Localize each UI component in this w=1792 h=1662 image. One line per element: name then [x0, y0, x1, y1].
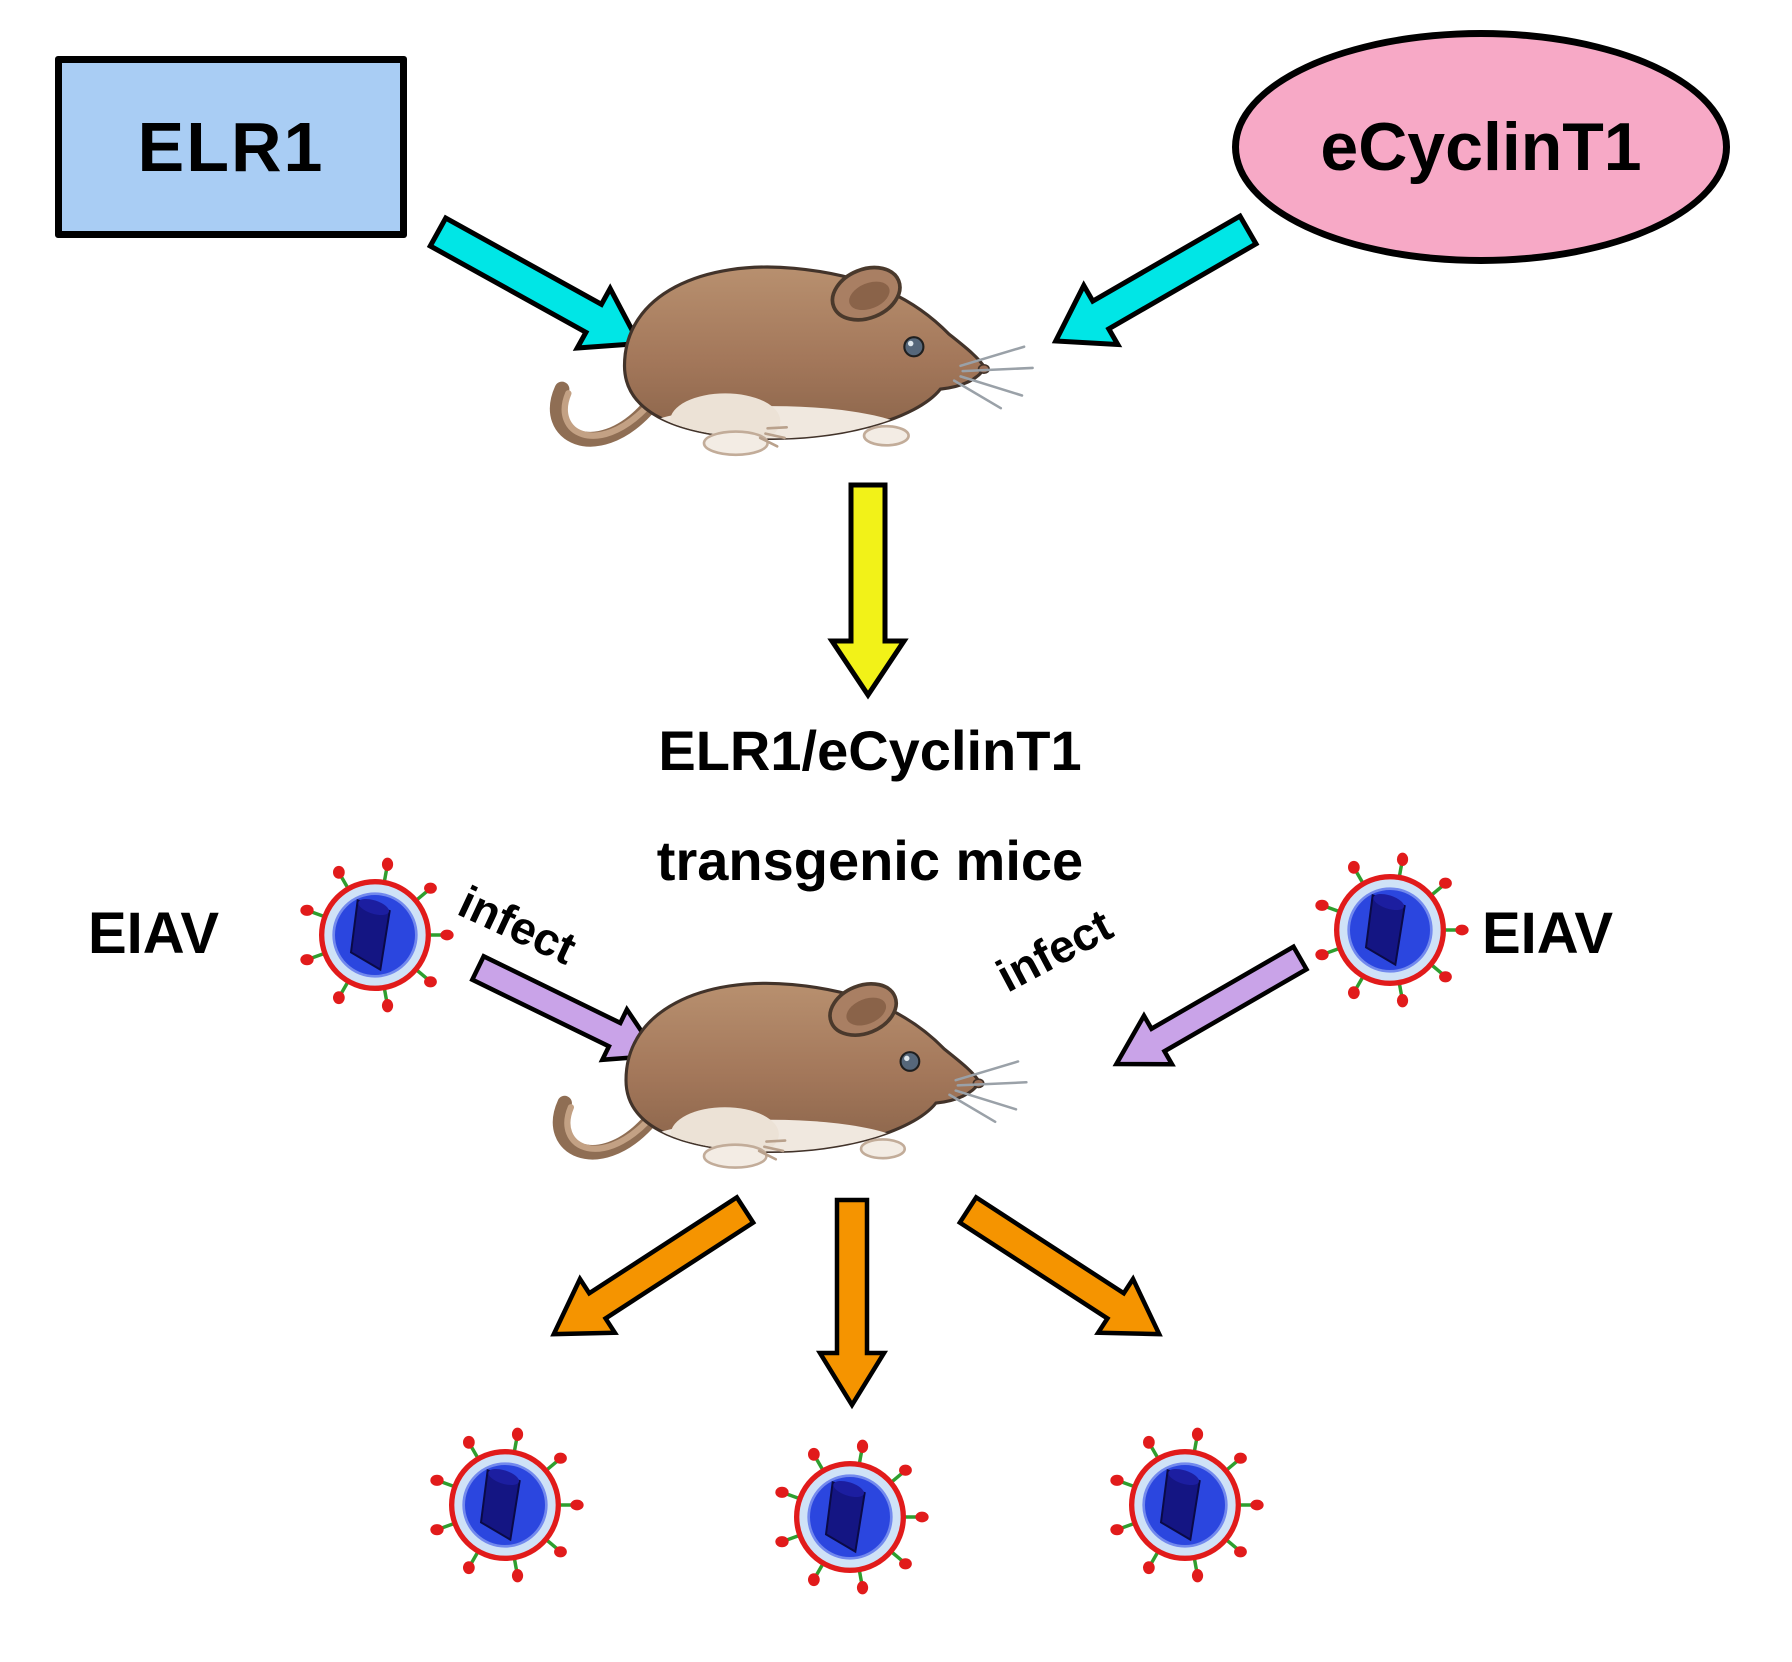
transgenic-mice-label-line1: ELR1/eCyclinT1: [658, 719, 1082, 782]
arrow-progeny-right: [956, 1194, 1163, 1337]
arrow-elr1-transgene: [426, 214, 644, 351]
arrow-infect-right: [1112, 943, 1310, 1067]
progeny-virion-middle: [775, 1440, 928, 1595]
mouse-transgenic-infected: [560, 974, 1026, 1182]
node-ecyclint1: eCyclinT1: [1232, 30, 1730, 264]
node-elr1: ELR1: [55, 56, 407, 238]
mouse-founder: [557, 258, 1032, 470]
eiav-label-left: EIAV: [88, 901, 220, 966]
node-elr1-label: ELR1: [137, 108, 325, 186]
arrow-progeny-middle: [815, 1197, 889, 1410]
eiav-virion-left: [300, 858, 453, 1013]
arrow-derive-transgenic-mice: [827, 482, 909, 700]
eiav-label-right: EIAV: [1482, 901, 1614, 966]
node-ecyclint1-label: eCyclinT1: [1320, 109, 1642, 185]
arrow-ecyclint1-transgene: [1051, 212, 1260, 348]
transgenic-mice-label-line2: transgenic mice: [656, 829, 1084, 892]
arrow-progeny-left: [550, 1194, 757, 1337]
progeny-virion-right: [1110, 1428, 1263, 1583]
eiav-virion-right: [1315, 853, 1468, 1008]
progeny-virion-left: [430, 1428, 583, 1583]
